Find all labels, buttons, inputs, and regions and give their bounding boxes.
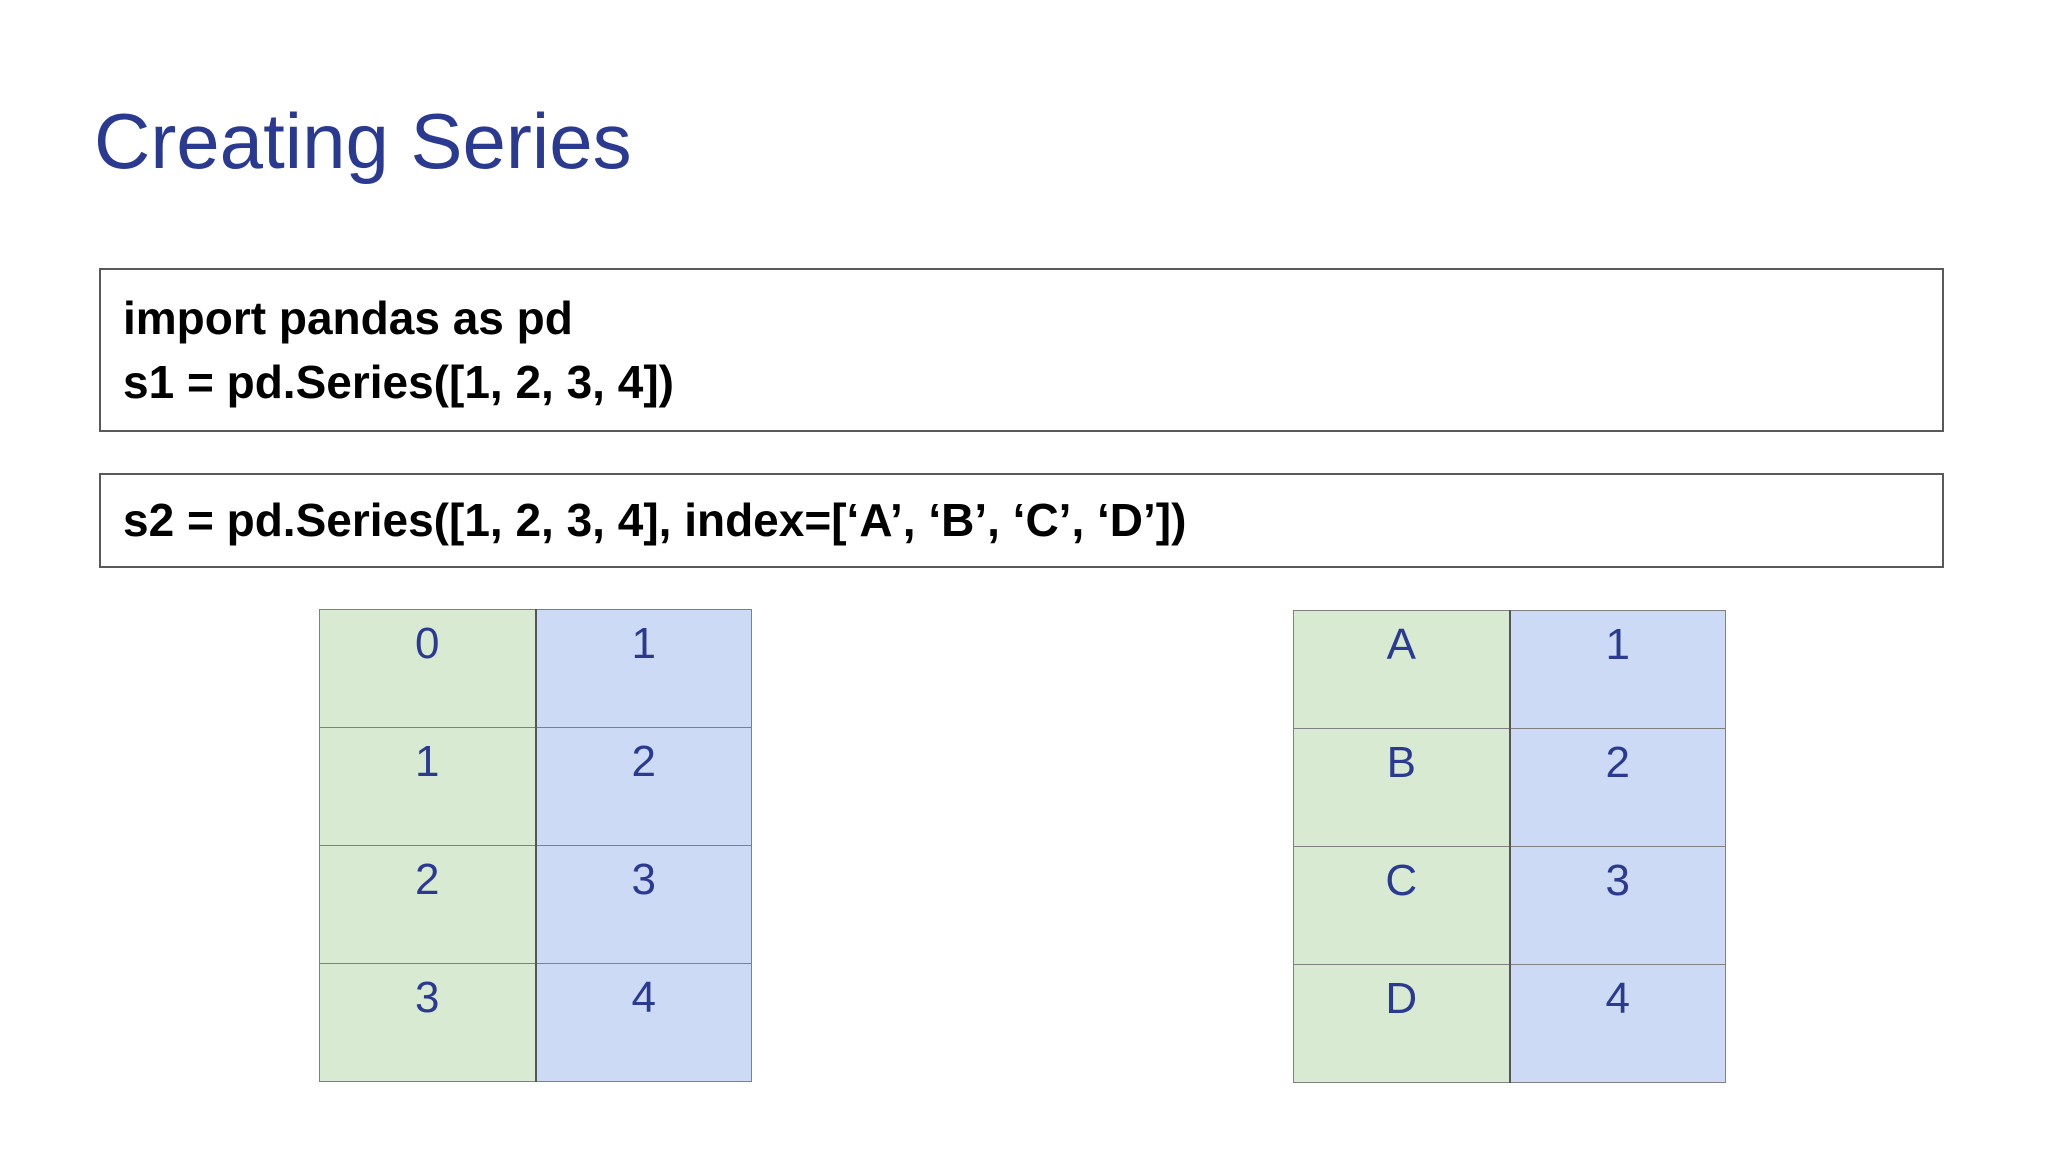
value-cell: 4 [534, 963, 752, 1082]
index-cell: 0 [319, 609, 536, 728]
table-row: A 1 [1293, 610, 1726, 729]
table-row: 3 4 [319, 963, 752, 1082]
index-cell: A [1293, 610, 1510, 729]
code-block-s1: import pandas as pd s1 = pd.Series([1, 2… [99, 268, 1944, 432]
index-cell: 2 [319, 845, 536, 964]
value-cell: 2 [534, 727, 752, 846]
value-cell: 3 [534, 845, 752, 964]
value-cell: 2 [1508, 728, 1726, 847]
value-cell: 1 [1508, 610, 1726, 729]
table-row: 1 2 [319, 727, 752, 846]
code-line-s2: s2 = pd.Series([1, 2, 3, 4], index=[‘A’,… [123, 494, 1187, 547]
slide-title: Creating Series [94, 97, 632, 185]
table-row: D 4 [1293, 964, 1726, 1083]
index-cell: C [1293, 846, 1510, 965]
index-cell: 3 [319, 963, 536, 1082]
value-cell: 4 [1508, 964, 1726, 1083]
table-row: C 3 [1293, 846, 1726, 965]
code-line-import: import pandas as pd [123, 291, 573, 344]
series-s1-table: 0 1 1 2 2 3 3 4 [319, 609, 752, 1082]
series-s2-table: A 1 B 2 C 3 D 4 [1293, 610, 1726, 1083]
code-block-s2: s2 = pd.Series([1, 2, 3, 4], index=[‘A’,… [99, 473, 1944, 568]
value-cell: 1 [534, 609, 752, 728]
index-cell: B [1293, 728, 1510, 847]
table-row: 0 1 [319, 609, 752, 728]
code-line-s1: s1 = pd.Series([1, 2, 3, 4]) [123, 356, 674, 408]
value-cell: 3 [1508, 846, 1726, 965]
table-row: B 2 [1293, 728, 1726, 847]
index-cell: D [1293, 964, 1510, 1083]
table-row: 2 3 [319, 845, 752, 964]
index-cell: 1 [319, 727, 536, 846]
